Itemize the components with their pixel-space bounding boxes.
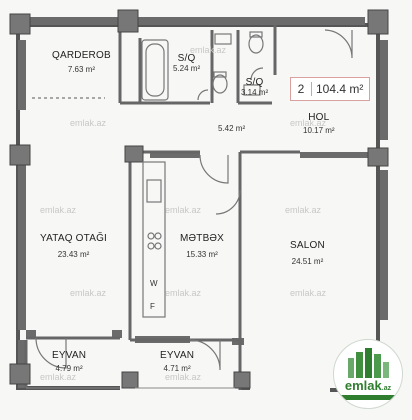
- total-area: 104.4 m²: [316, 82, 364, 96]
- room-area: 10.17 m²: [303, 126, 335, 135]
- room-area: 23.43 m²: [57, 250, 90, 259]
- watermark: emlak.az: [165, 372, 202, 382]
- building-icon: [348, 348, 389, 378]
- room-area: 4.71 m²: [163, 364, 191, 373]
- room-label-hol: HOL 10.17 m²: [303, 112, 335, 135]
- room-area: 5.42 m²: [218, 124, 246, 133]
- room-name: MƏTBƏX: [180, 233, 225, 244]
- kitchen-counter: [142, 161, 166, 318]
- room-label-sq-wc: S/Q 3.14 m²: [241, 77, 268, 97]
- room-area: 3.14 m²: [241, 88, 269, 97]
- washer-label: W: [150, 279, 158, 288]
- room-name: EYVAN: [52, 350, 87, 361]
- watermark: emlak.az: [290, 288, 327, 298]
- total-area-badge: 2 104.4 m²: [290, 77, 370, 101]
- watermark: emlak.az: [190, 45, 227, 55]
- room-label-metbex: MƏTBƏX 15.33 m²: [180, 233, 224, 259]
- watermark: emlak.az: [40, 372, 77, 382]
- room-name: HOL: [308, 112, 330, 123]
- room-area: 4.79 m²: [55, 364, 83, 373]
- room-area: 24.51 m²: [291, 257, 324, 266]
- room-label-yataq: YATAQ OTAĞI 23.43 m²: [40, 233, 107, 259]
- room-label-hall: 5.42 m²: [218, 124, 245, 133]
- room-name: QARDEROB: [52, 50, 111, 61]
- logo-tld: .az: [381, 385, 392, 392]
- room-name: S/Q: [245, 77, 264, 88]
- room-name: YATAQ OTAĞI: [40, 233, 108, 244]
- room-name: SALON: [290, 240, 325, 251]
- room-label-salon: SALON 24.51 m²: [290, 240, 325, 266]
- room-name: EYVAN: [160, 350, 195, 361]
- room-label-eyvan-left: EYVAN 4.79 m²: [52, 350, 86, 373]
- room-area: 5.24 m²: [173, 64, 201, 73]
- watermark: emlak.az: [165, 288, 202, 298]
- watermark: emlak.az: [70, 118, 107, 128]
- room-count: 2: [291, 82, 312, 96]
- fridge-label: F: [150, 302, 155, 311]
- watermark: emlak.az: [165, 205, 202, 215]
- watermark: emlak.az: [40, 205, 77, 215]
- logo-strip: [340, 395, 396, 400]
- room-area: 7.63 m²: [67, 65, 95, 74]
- watermark: emlak.az: [285, 205, 322, 215]
- room-area: 15.33 m²: [186, 250, 218, 259]
- room-name: S/Q: [177, 53, 196, 64]
- room-label-eyvan-right: EYVAN 4.71 m²: [160, 350, 194, 373]
- logo-text: emlak.az: [334, 378, 402, 393]
- bathroom-fixtures: [141, 31, 264, 101]
- room-label-sq-bath: S/Q 5.24 m²: [173, 53, 200, 73]
- watermark: emlak.az: [290, 118, 327, 128]
- room-label-qarderob: QARDEROB 7.63 m²: [52, 50, 111, 74]
- columns: [9, 9, 389, 389]
- watermark: emlak.az: [70, 288, 107, 298]
- emlak-logo: emlak.az: [333, 339, 403, 409]
- door-swings: [35, 29, 353, 371]
- logo-brand: emlak: [344, 378, 382, 393]
